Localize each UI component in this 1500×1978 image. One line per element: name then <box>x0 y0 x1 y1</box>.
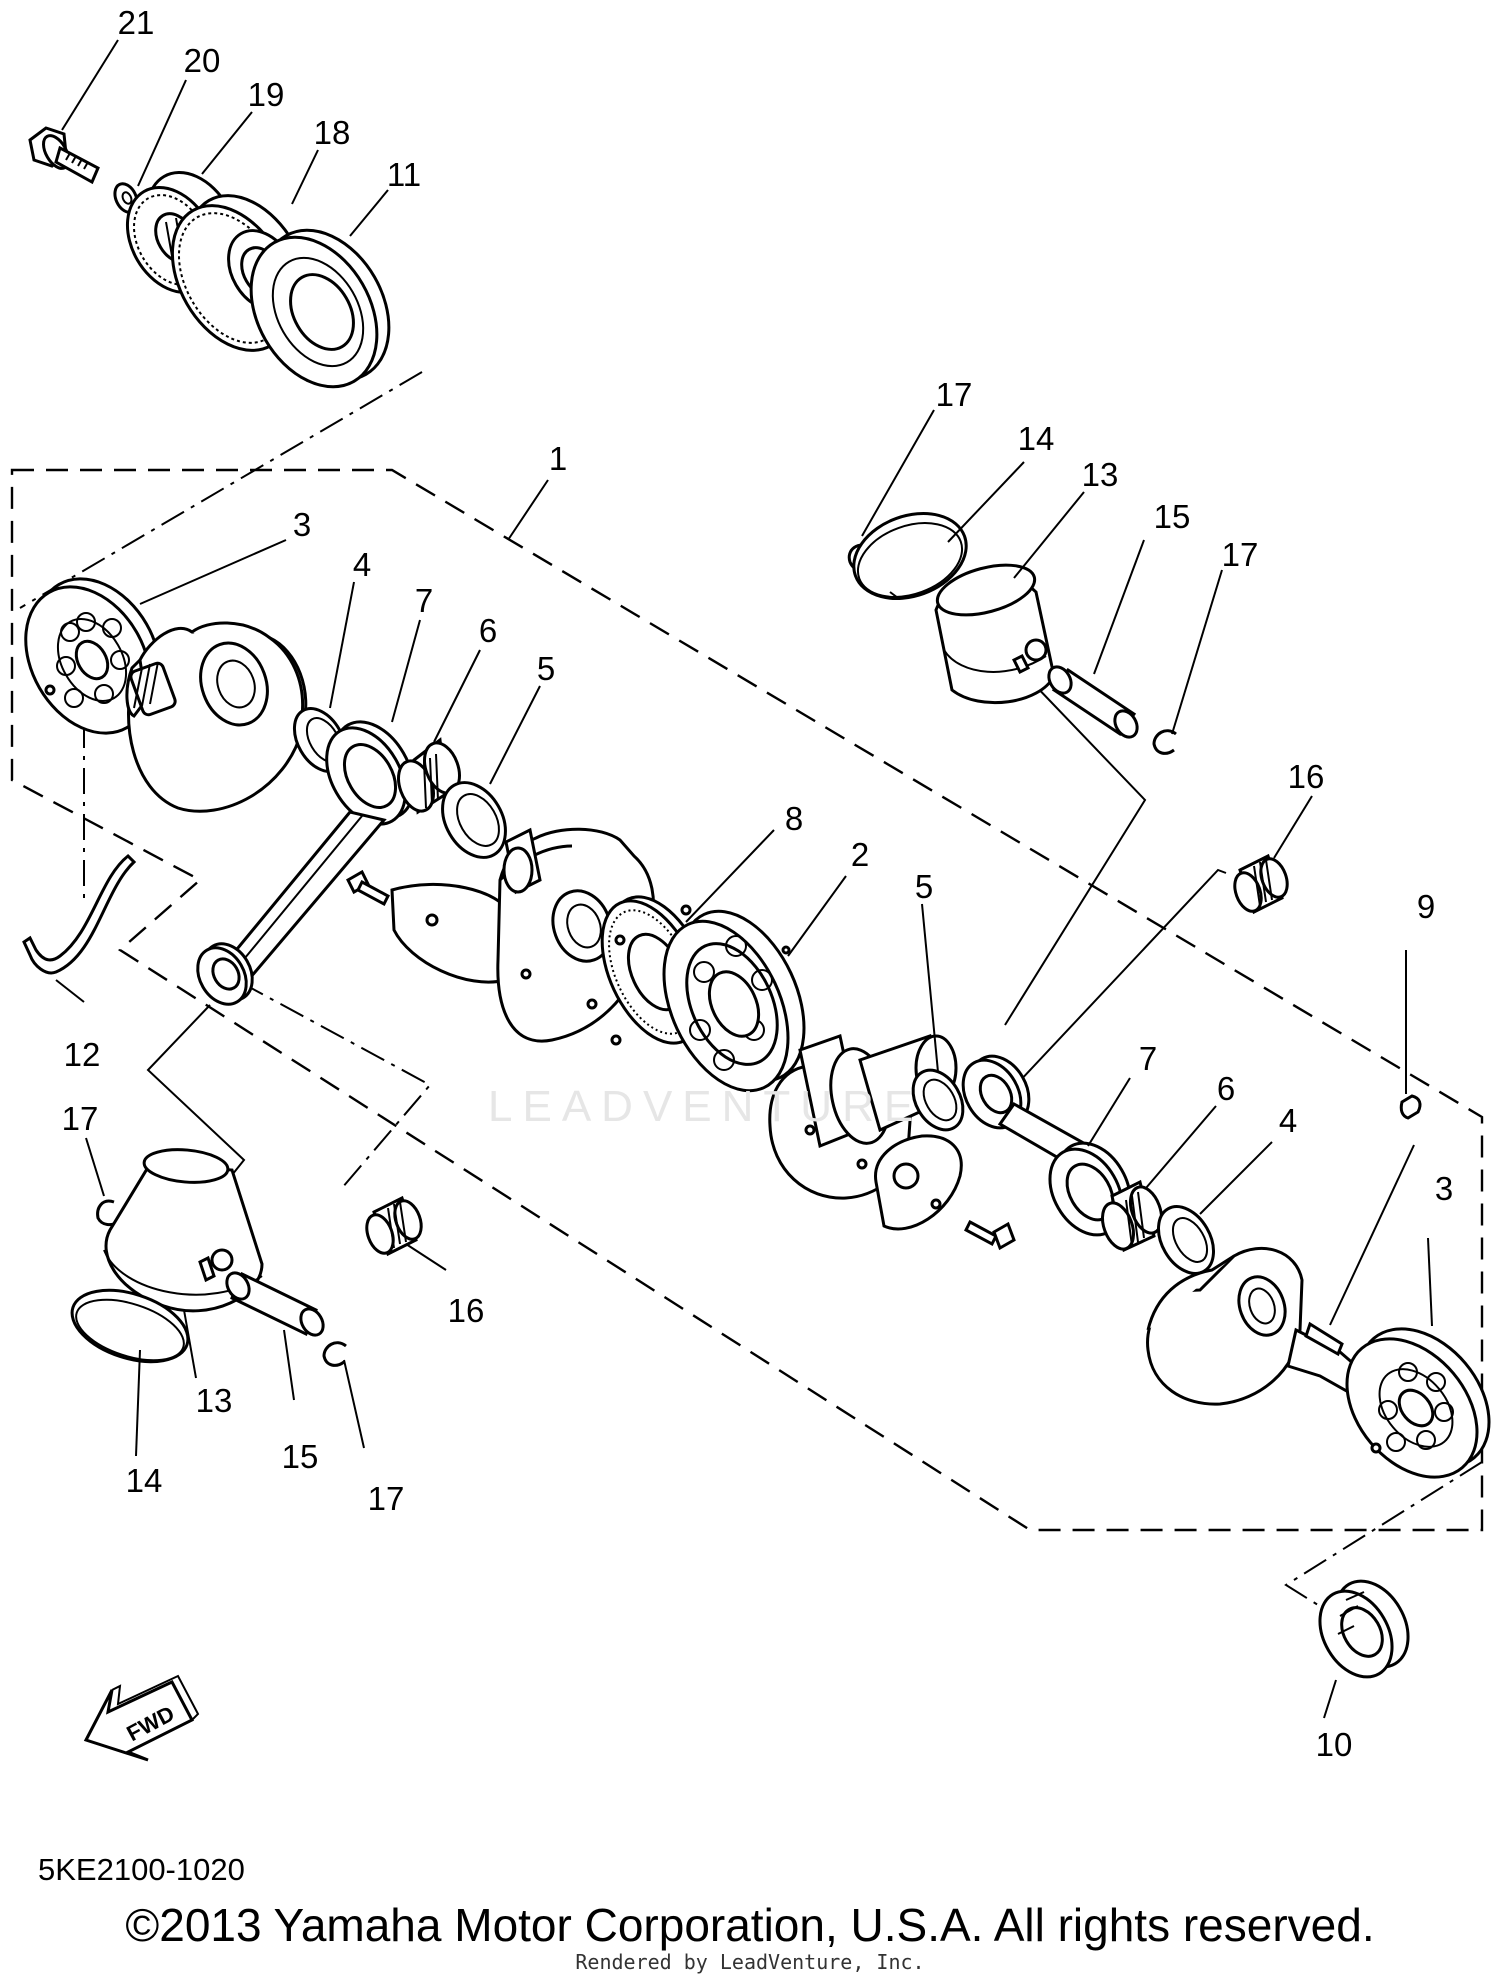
part-1-crank-web-right <box>1146 1246 1373 1406</box>
callout-1: 1 <box>549 440 567 477</box>
callout-20: 20 <box>184 42 221 79</box>
centerline-right-bearing16 <box>1001 868 1227 1101</box>
centerline-right-seal <box>1284 1461 1483 1611</box>
part-13-piston-upper <box>934 563 1056 705</box>
callout-5-right: 5 <box>915 868 933 905</box>
part-12-circlip <box>22 853 137 975</box>
part-7-connecting-rod-right <box>961 1054 1132 1237</box>
part-2-bearing-centre <box>662 909 806 1093</box>
part-10-oil-seal <box>1318 1579 1410 1679</box>
part-1-crank-web-mid-right <box>768 1034 963 1231</box>
callouts: 21 20 19 18 11 1 3 4 7 6 5 17 14 13 15 1… <box>62 4 1454 1763</box>
part-screw-right <box>964 1219 1016 1251</box>
part-17-circlip-lower-right <box>322 1341 347 1367</box>
callout-12: 12 <box>64 1036 101 1073</box>
callout-15-top: 15 <box>1154 498 1191 535</box>
callout-17-top-a: 17 <box>936 376 973 413</box>
callout-8: 8 <box>785 800 803 837</box>
rendered-by-credit: Rendered by LeadVenture, Inc. <box>575 1950 925 1974</box>
callout-17-top-b: 17 <box>1222 536 1259 573</box>
crankshaft-assembly-outline <box>10 468 1484 1532</box>
part-16-bearing-right <box>1233 853 1289 915</box>
centerline-small-end <box>239 981 432 1189</box>
centerline-top <box>19 371 423 609</box>
callout-4-left: 4 <box>353 546 371 583</box>
callout-9: 9 <box>1417 888 1435 925</box>
part-15-piston-pin-upper <box>1047 665 1139 739</box>
callout-16-left: 16 <box>448 1292 485 1329</box>
fwd-arrow-icon: FWD <box>83 1674 200 1762</box>
centerline-key <box>1329 1144 1415 1326</box>
callout-14-top: 14 <box>1018 420 1055 457</box>
callout-11: 11 <box>387 156 421 193</box>
leader-lines <box>55 39 1433 1719</box>
part-4-washer-right <box>1157 1205 1215 1275</box>
part-5-washer-right <box>911 1068 965 1132</box>
callout-15-bottom: 15 <box>282 1438 319 1475</box>
callout-6-right: 6 <box>1217 1070 1235 1107</box>
callout-18: 18 <box>314 114 351 151</box>
watermark-text: LEADVENTURE <box>488 1082 924 1131</box>
part-7-connecting-rod-left <box>196 720 415 1006</box>
part-15-piston-pin-lower <box>225 1271 325 1337</box>
callout-7-right: 7 <box>1139 1040 1157 1077</box>
callout-17-bottom-b: 17 <box>368 1480 405 1517</box>
callout-3-right: 3 <box>1435 1170 1453 1207</box>
callout-3-left: 3 <box>293 506 311 543</box>
callout-5-left: 5 <box>537 650 555 687</box>
callout-6-left: 6 <box>479 612 497 649</box>
callout-14-bottom: 14 <box>126 1462 163 1499</box>
callout-2: 2 <box>851 836 869 873</box>
part-11-oil-seal <box>249 228 391 389</box>
part-13-piston-lower <box>103 1148 264 1313</box>
callout-21: 21 <box>118 4 155 41</box>
centerline-right-piston <box>1004 679 1147 1026</box>
callout-4-right: 4 <box>1279 1102 1297 1139</box>
diagram-code: 5KE2100-1020 <box>38 1852 245 1887</box>
part-17-circlip-upper-right <box>1152 729 1177 755</box>
centerline-left-piston <box>146 1004 246 1176</box>
part-14-piston-ring-upper <box>852 511 968 601</box>
part-14-piston-ring-lower <box>70 1288 190 1364</box>
callout-19: 19 <box>248 76 285 113</box>
part-6-bearing-right <box>1100 1179 1164 1253</box>
callout-16-right: 16 <box>1288 758 1325 795</box>
callout-17-bottom-a: 17 <box>62 1100 99 1137</box>
callout-13-bottom: 13 <box>196 1382 233 1419</box>
part-1-crank-web-left <box>125 621 308 813</box>
part-5-washer-left <box>441 781 507 859</box>
copyright-notice: ©2013 Yamaha Motor Corporation, U.S.A. A… <box>125 1899 1375 1951</box>
callout-7-left: 7 <box>415 582 433 619</box>
callout-13-top: 13 <box>1082 456 1119 493</box>
part-3-bearing-right <box>1345 1327 1491 1479</box>
part-9-woodruff-key <box>1399 1094 1422 1120</box>
part-screw-left <box>346 869 390 907</box>
part-16-bearing-left <box>365 1195 423 1257</box>
callout-10: 10 <box>1316 1726 1353 1763</box>
part-21-bolt <box>28 126 100 185</box>
